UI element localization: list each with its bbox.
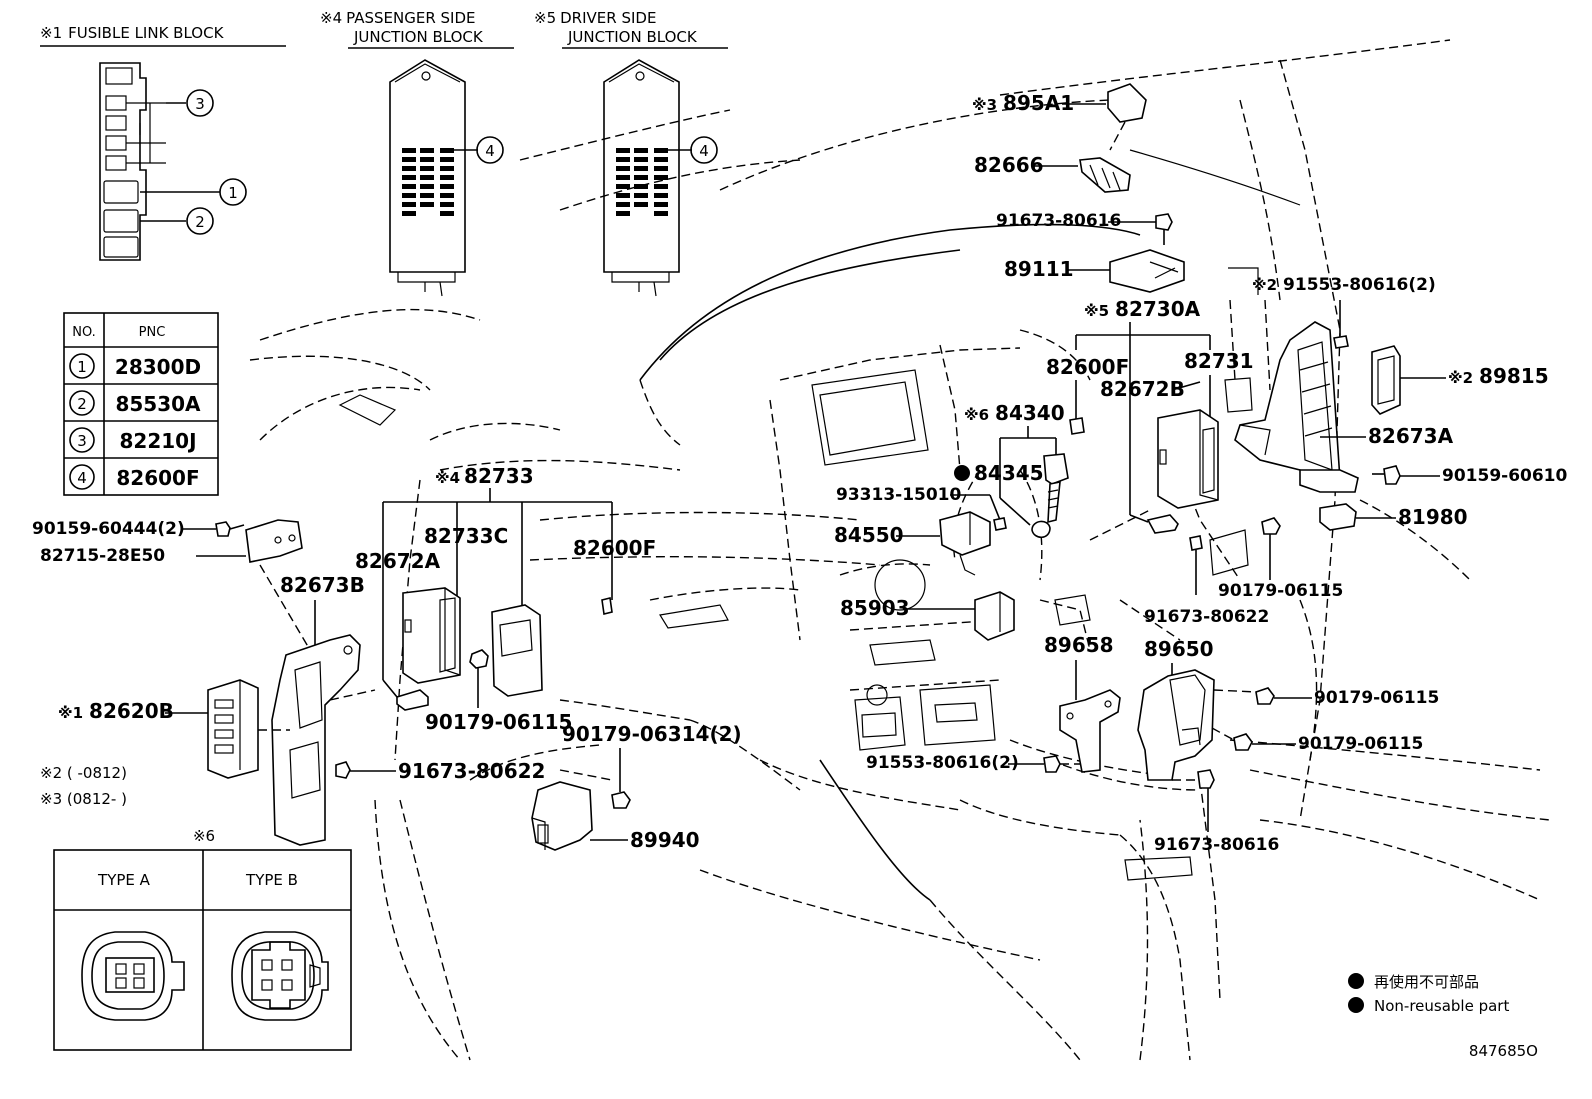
label-89658: 89658 bbox=[1044, 633, 1114, 657]
legend-dot-1 bbox=[1348, 973, 1364, 989]
label-90179-06115-left: 90179-06115 bbox=[425, 710, 572, 734]
label-82731: 82731 bbox=[1184, 349, 1254, 373]
svg-text:※6: ※6 bbox=[193, 827, 215, 845]
legend-en: Non-reusable part bbox=[1374, 997, 1509, 1015]
pnc-table: NO. PNC 1 28300D 2 85530A 3 82210J 4 826… bbox=[63, 312, 219, 496]
fuse-grid-driver bbox=[616, 148, 668, 216]
legend-jp: 再使用不可部品 bbox=[1374, 973, 1479, 991]
callout-3: 3 bbox=[195, 95, 205, 113]
label-82673A: 82673A bbox=[1368, 424, 1454, 448]
label-90179-06115-c: 90179-06115 bbox=[1298, 734, 1423, 754]
label-91553-80616-bottom: 91553-80616(2) bbox=[866, 753, 1019, 773]
legend: 再使用不可部品 Non-reusable part 847685O bbox=[1348, 973, 1538, 1060]
label-89111: 89111 bbox=[1004, 257, 1074, 281]
label-90159-60610: 90159-60610 bbox=[1442, 466, 1568, 486]
pnc-row-2: 85530A bbox=[115, 392, 201, 416]
pnc-row-4: 82600F bbox=[116, 466, 199, 490]
pnc-row-3: 82210J bbox=[119, 429, 196, 453]
type-b-label: TYPE B bbox=[245, 871, 298, 889]
label-91673-80616-top: 91673-80616 bbox=[996, 211, 1121, 231]
label-89940: 89940 bbox=[630, 828, 700, 852]
label-82600F-left: 82600F bbox=[573, 536, 656, 560]
label-90179-06115-a: 90179-06115 bbox=[1218, 581, 1343, 601]
legend-dot-2 bbox=[1348, 997, 1364, 1013]
label-93313-15010: 93313-15010 bbox=[836, 485, 962, 505]
pnc-header-pnc: PNC bbox=[139, 325, 166, 340]
label-90179-06115-b: 90179-06115 bbox=[1314, 688, 1439, 708]
connector-type-table: ※6 TYPE A TYPE B bbox=[53, 827, 352, 1051]
label-82715-28E50: 82715-28E50 bbox=[40, 546, 165, 566]
label-91673-80622-right: 91673-80622 bbox=[1144, 607, 1269, 627]
svg-text:4: 4 bbox=[77, 469, 87, 487]
svg-text:2: 2 bbox=[77, 395, 87, 413]
label-91673-80616-bottom: 91673-80616 bbox=[1154, 835, 1279, 855]
callout-1: 1 bbox=[228, 184, 238, 202]
pnc-header-no: NO. bbox=[72, 325, 96, 340]
label-82672B: 82672B bbox=[1100, 377, 1185, 401]
notes: ※2 ( -0812) ※3 (0812- ) bbox=[40, 764, 127, 808]
label-91673-80622-left: 91673-80622 bbox=[398, 759, 545, 783]
label-90159-60444: 90159-60444(2) bbox=[32, 519, 185, 539]
label-82666: 82666 bbox=[974, 153, 1044, 177]
label-84550: 84550 bbox=[834, 523, 904, 547]
non-reusable-mark-84345 bbox=[954, 465, 970, 481]
svg-text:JUNCTION BLOCK: JUNCTION BLOCK bbox=[353, 28, 484, 46]
callout-4-driver: 4 bbox=[699, 142, 709, 160]
label-89650: 89650 bbox=[1144, 637, 1214, 661]
label-82733C: 82733C bbox=[424, 524, 508, 548]
note-2: ※2 ( -0812) bbox=[40, 764, 127, 782]
fuse-grid-passenger bbox=[402, 148, 454, 216]
label-84345: 84345 bbox=[974, 461, 1044, 485]
callout-2: 2 bbox=[195, 213, 205, 231]
svg-text:1: 1 bbox=[77, 358, 87, 376]
pnc-row-1: 28300D bbox=[115, 355, 201, 379]
figure-id: 847685O bbox=[1469, 1042, 1538, 1060]
label-82672A: 82672A bbox=[355, 549, 441, 573]
label-85903: 85903 bbox=[840, 596, 910, 620]
label-82673B: 82673B bbox=[280, 573, 365, 597]
type-a-label: TYPE A bbox=[97, 871, 151, 889]
note-3: ※3 (0812- ) bbox=[40, 790, 127, 808]
svg-text:3: 3 bbox=[77, 432, 87, 450]
callout-4-passenger: 4 bbox=[485, 142, 495, 160]
dashboard-outline bbox=[249, 39, 1551, 1061]
label-82600F-right: 82600F bbox=[1046, 355, 1129, 379]
label-81980: 81980 bbox=[1398, 505, 1468, 529]
svg-text:JUNCTION BLOCK: JUNCTION BLOCK bbox=[567, 28, 698, 46]
label-90179-06314: 90179-06314(2) bbox=[562, 722, 742, 746]
